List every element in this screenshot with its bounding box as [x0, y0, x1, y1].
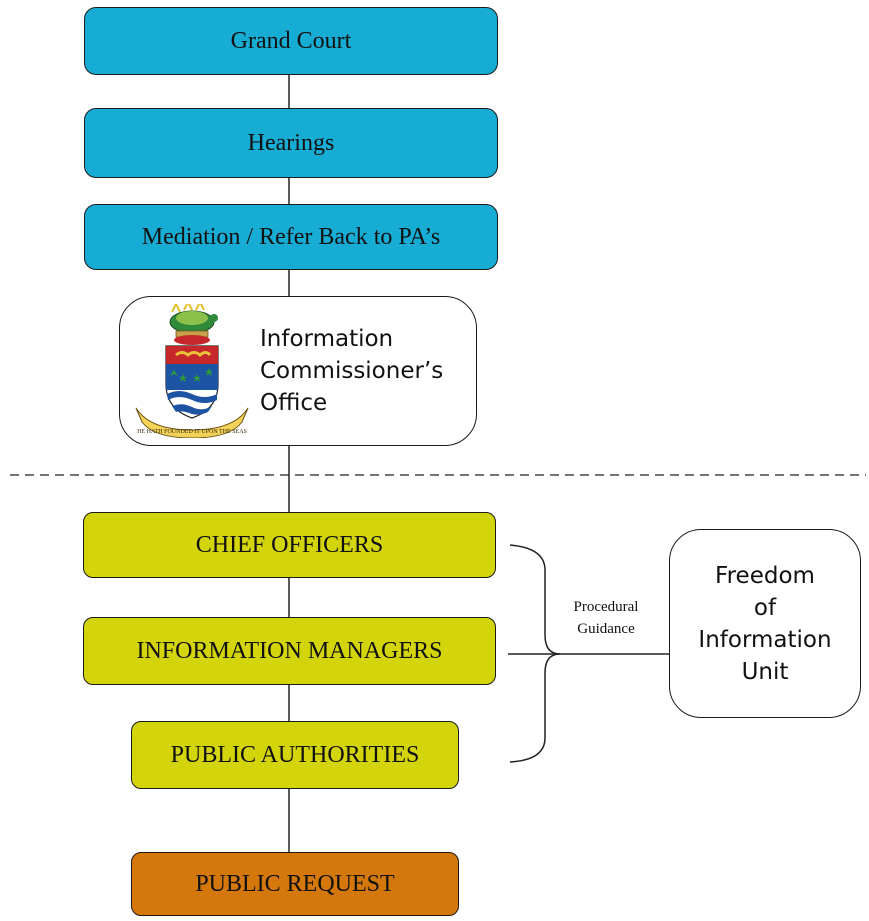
public-request-box: PUBLIC REQUEST — [131, 852, 459, 916]
ico-label: Information Commissioner’s Office — [260, 323, 443, 419]
procedural-guidance-line2: Guidance — [577, 621, 635, 637]
public-authorities-box: PUBLIC AUTHORITIES — [131, 721, 459, 789]
foi-unit-line3: Information — [698, 626, 832, 653]
coat-of-arms-icon: HE HATH FOUNDED IT UPON THE SEAS — [135, 304, 249, 438]
procedural-guidance-label: Procedural Guidance — [552, 596, 660, 640]
hearings-label: Hearings — [247, 129, 335, 156]
foi-unit-box: Freedom of Information Unit — [669, 529, 861, 718]
info-managers-label: INFORMATION MANAGERS — [136, 637, 443, 664]
mediation-label: Mediation / Refer Back to PA’s — [141, 223, 441, 250]
ico-label-line1: Information — [260, 326, 394, 352]
ico-box: HE HATH FOUNDED IT UPON THE SEAS Informa… — [119, 296, 477, 446]
mediation-box: Mediation / Refer Back to PA’s — [84, 204, 498, 270]
procedural-guidance-line1: Procedural — [573, 599, 639, 615]
coat-of-arms-motto: HE HATH FOUNDED IT UPON THE SEAS — [137, 429, 247, 435]
info-managers-box: INFORMATION MANAGERS — [83, 617, 496, 685]
grand-court-label: Grand Court — [230, 27, 352, 54]
foi-unit-line2: of — [753, 594, 777, 621]
foi-unit-line1: Freedom — [715, 562, 815, 589]
foi-unit-line4: Unit — [741, 658, 789, 685]
chief-officers-label: CHIEF OFFICERS — [195, 531, 384, 558]
ico-label-line3: Office — [260, 390, 328, 416]
public-authorities-label: PUBLIC AUTHORITIES — [170, 741, 420, 768]
chief-officers-box: CHIEF OFFICERS — [83, 512, 496, 578]
ico-label-line2: Commissioner’s — [260, 358, 444, 384]
public-request-label: PUBLIC REQUEST — [195, 870, 395, 897]
grand-court-box: Grand Court — [84, 7, 498, 75]
hearings-box: Hearings — [84, 108, 498, 178]
